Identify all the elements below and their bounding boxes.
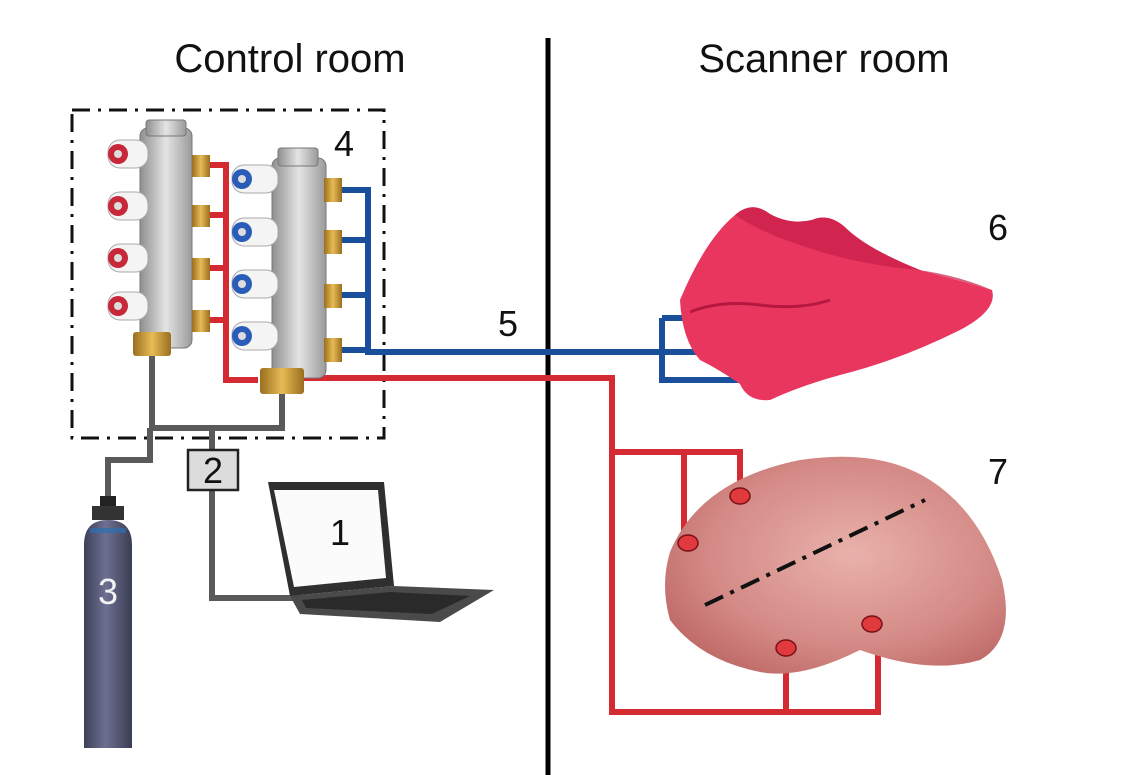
label-4: 4 [334,123,354,164]
valve-manifold-icon [107,119,342,394]
label-5: 5 [498,303,518,344]
label-2: 2 [203,450,223,491]
gas-cylinder-icon [84,496,132,748]
blue-valve-4 [231,321,342,362]
blue-valve-2 [231,217,342,254]
red-valve-2 [107,191,210,227]
manifold-enclosure-box [70,108,386,440]
control-unit-box [186,448,240,492]
red-valve-3 [107,243,210,280]
electrode-1 [729,487,751,505]
red-valve-4 [107,291,210,332]
electrode-3 [775,639,797,657]
laptop-icon [268,482,494,622]
red-valve-1 [107,139,210,177]
blue-valve-3 [231,269,342,308]
control-room-title: Control room [174,37,405,81]
blue-tube-network [340,187,740,383]
blue-valve-1 [231,164,342,202]
tongue-icon [665,456,1006,674]
mouthguard-icon [680,207,993,401]
scanner-room-title: Scanner room [698,37,949,81]
label-1: 1 [330,512,350,553]
gray-tube-network [105,350,300,601]
electrode-2 [677,534,699,552]
label-6: 6 [988,207,1008,248]
label-3: 3 [98,571,118,612]
label-7: 7 [988,451,1008,492]
electrode-4 [861,615,883,633]
